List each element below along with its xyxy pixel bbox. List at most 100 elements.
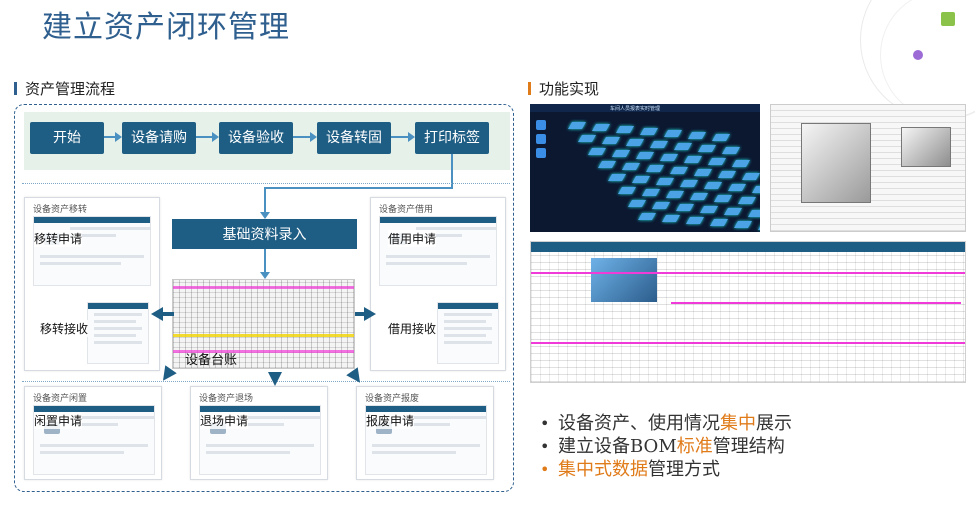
machine-icon: [673, 143, 693, 150]
stat-icon: [536, 148, 546, 158]
machine-icon: [709, 219, 729, 226]
flow-arrow-icon: [391, 132, 415, 142]
machine-icon: [665, 191, 685, 198]
machine-icon: [635, 152, 655, 159]
machine-icon: [625, 139, 645, 146]
machine-icon: [663, 130, 683, 137]
machine-icon: [601, 137, 621, 144]
left-arrow-shaft: [162, 312, 174, 316]
connector-line: [264, 187, 453, 189]
data-management-screenshot: [530, 241, 966, 383]
machine-icon: [637, 213, 657, 220]
machine-icon: [645, 165, 665, 172]
feature-list: •设备资产、使用情况集中展示 •建立设备BOM标准管理结构 •集中式数据管理方式: [540, 412, 792, 481]
process-frame: [14, 104, 514, 492]
flow-arrow-icon: [293, 132, 317, 142]
machine-icon: [655, 178, 675, 185]
section-heading-process: 资产管理流程: [14, 78, 115, 99]
machine-icon: [649, 141, 669, 148]
machine-icon: [699, 206, 719, 213]
borrow-form-thumbnail: [379, 216, 498, 286]
section-heading-features: 功能实现: [528, 78, 599, 99]
base-data-entry: 基础资料录入: [172, 219, 357, 249]
machine-icon: [685, 217, 705, 224]
machine-icon: [659, 154, 679, 161]
transfer-receive-thumbnail: [87, 302, 149, 364]
machine-icon: [651, 202, 671, 209]
machine-icon: [703, 182, 723, 189]
machine-icon: [607, 174, 627, 181]
flow-arrow-icon: [104, 132, 122, 142]
section-heading-text: 资产管理流程: [25, 80, 116, 98]
card-title: 设备资产退场: [199, 394, 254, 404]
ledger-label: 设备台账: [185, 353, 238, 368]
machine-icon: [717, 171, 737, 178]
down-arrow-icon: [260, 187, 270, 219]
card-asset-scrap: 设备资产报废: [356, 386, 494, 480]
machine-icon: [711, 134, 731, 141]
stat-icon: [536, 120, 546, 130]
machine-icon: [683, 156, 703, 163]
borrow-receive-thumbnail: [437, 302, 499, 364]
connector-line: [451, 154, 453, 188]
borrow-apply-label: 借用申请: [388, 230, 437, 247]
return-form-thumbnail: [199, 405, 321, 475]
machine-icon: [617, 187, 637, 194]
dotted-divider: [22, 183, 510, 184]
idle-apply-label: 闲置申请: [34, 412, 83, 429]
machine-icon: [747, 210, 760, 217]
machine-icon: [577, 135, 597, 142]
page-title: 建立资产闭环管理: [42, 10, 290, 45]
machine-icon: [615, 126, 635, 133]
transfer-apply-label: 移转申请: [34, 230, 83, 247]
step-print-label: 打印标签: [415, 122, 489, 154]
borrow-receive-label: 借用接收: [388, 320, 437, 337]
card-asset-idle: 设备资产闲置: [24, 386, 162, 480]
machine-icon: [687, 132, 707, 139]
machine-icon: [731, 160, 751, 167]
stat-icon: [536, 134, 546, 144]
machine-icon: [737, 197, 757, 204]
feature-item: •建立设备BOM标准管理结构: [540, 436, 785, 457]
left-arrow-icon: [151, 307, 163, 321]
machine-icon: [741, 173, 760, 180]
machine-icon: [587, 148, 607, 155]
heading-bar-icon: [14, 82, 17, 95]
machine-icon: [675, 204, 695, 211]
card-asset-transfer: 设备资产移转: [24, 197, 160, 371]
machine-icon: [707, 158, 727, 165]
machine-icon: [597, 161, 617, 168]
card-title: 设备资产闲置: [33, 394, 88, 404]
machine-icon: [689, 193, 709, 200]
machine-icon: [733, 221, 753, 228]
machine-icon: [697, 145, 717, 152]
feature-item: •集中式数据管理方式: [540, 459, 720, 480]
machine-icon: [723, 208, 743, 215]
step-start: 开始: [30, 122, 104, 154]
machine-icon: [591, 124, 611, 131]
machine-icon: [627, 200, 647, 207]
scrap-apply-label: 报废申请: [366, 412, 415, 429]
card-title: 设备资产借用: [379, 205, 434, 215]
machine-icon: [693, 169, 713, 176]
machine-icon: [679, 180, 699, 187]
machine-icon: [641, 189, 661, 196]
machine-icon: [639, 128, 659, 135]
decor-green-square: [941, 12, 955, 26]
card-title: 设备资产报废: [365, 394, 420, 404]
machine-icon: [567, 122, 587, 129]
right-arrow-shaft: [355, 312, 365, 316]
decor-purple-dot: [913, 50, 923, 60]
return-apply-label: 退场申请: [200, 412, 249, 429]
step-acceptance: 设备验收: [219, 122, 293, 154]
machine-icon: [721, 147, 741, 154]
machine-icon: [727, 184, 747, 191]
step-capitalize: 设备转固: [317, 122, 391, 154]
cad-model-detail: [901, 127, 951, 167]
cad-model: [801, 123, 871, 203]
machine-icon: [713, 195, 733, 202]
dotted-divider: [22, 381, 510, 382]
machine-icon: [631, 176, 651, 183]
machine-icon: [757, 223, 760, 230]
down-arrow-icon: [260, 249, 270, 279]
